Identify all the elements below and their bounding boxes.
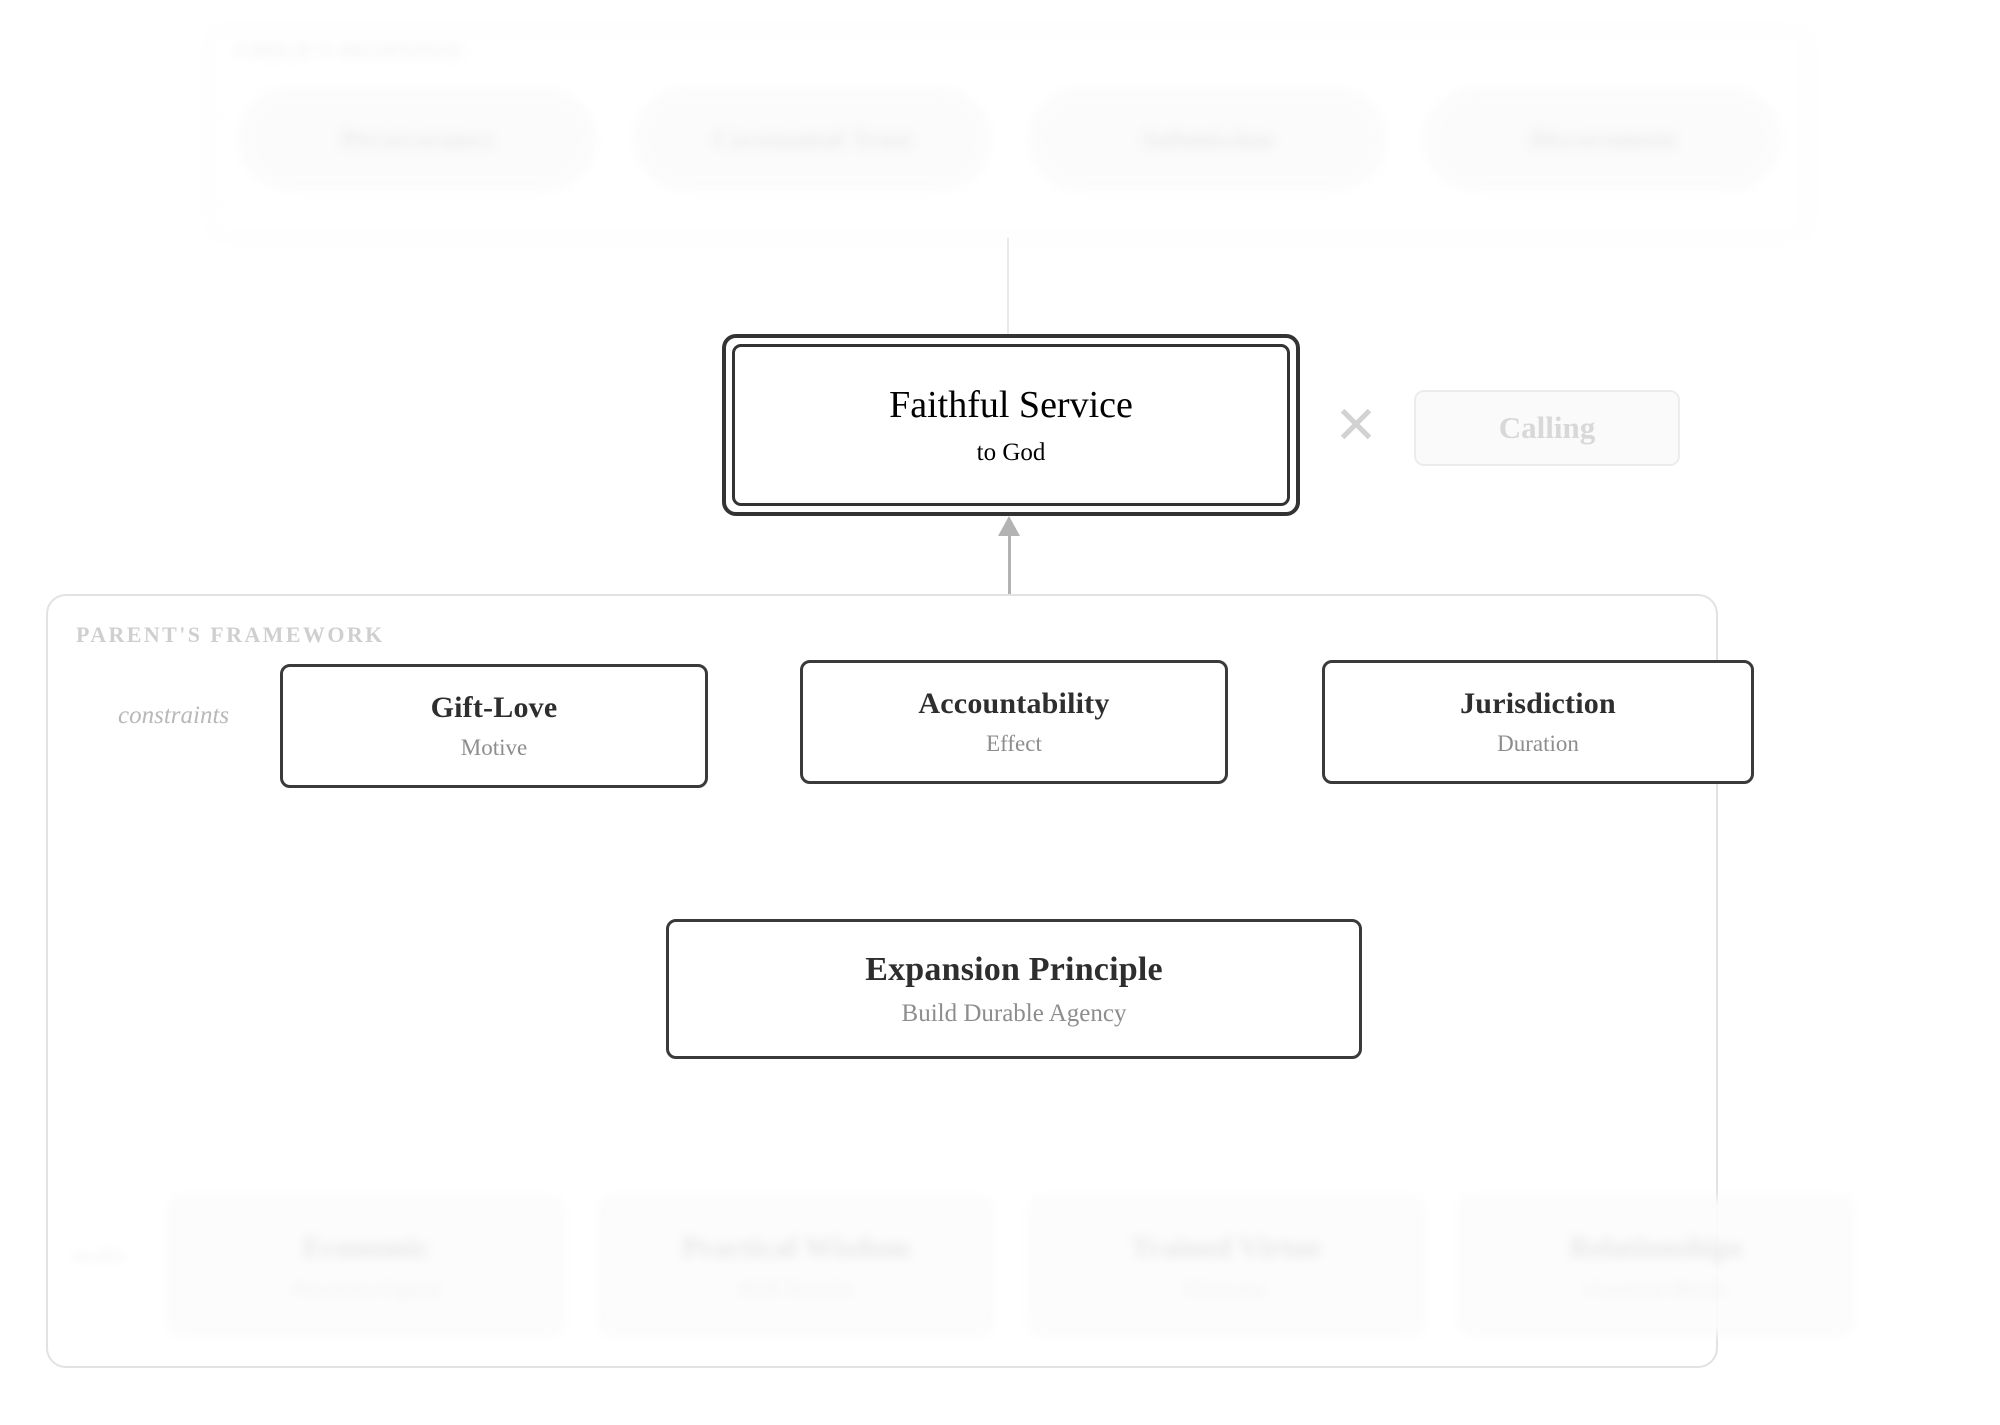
- jurisdiction-subtitle: Duration: [1497, 731, 1579, 757]
- expansion-principle-node[interactable]: Expansion Principle Build Durable Agency: [666, 919, 1362, 1059]
- constraints-row-label: constraints: [118, 702, 230, 729]
- parents-framework-label: PARENT'S FRAMEWORK: [76, 622, 385, 647]
- mode-relationships-subtitle: Covenant Bonds: [1586, 1276, 1726, 1301]
- mode-practical-wisdom[interactable]: Practical Wisdom Skill Transfer: [600, 1198, 992, 1334]
- mode-trained-virtue[interactable]: Trained Virtue Character: [1030, 1198, 1422, 1334]
- child-response-container: CHILD'S RESPONSE Perseverance Covenantal…: [210, 28, 1810, 238]
- faithful-service-subtitle: to God: [976, 439, 1046, 466]
- mode-relationships-title: Relationships: [1569, 1230, 1743, 1264]
- faithful-service-node[interactable]: Faithful Service to God: [722, 334, 1300, 516]
- child-response-label: CHILD'S RESPONSE: [236, 40, 465, 62]
- jurisdiction-title: Jurisdiction: [1460, 687, 1616, 721]
- framework-arrow-head-icon: [998, 516, 1020, 536]
- jurisdiction-node[interactable]: Jurisdiction Duration: [1322, 660, 1754, 784]
- faithful-service-inner-frame: Faithful Service to God: [732, 344, 1290, 506]
- framework-arrow-shaft: [1008, 530, 1011, 650]
- pill-perseverance[interactable]: Perseverance: [242, 90, 593, 188]
- gift-love-subtitle: Motive: [460, 735, 528, 761]
- mode-economic-title: Economic: [302, 1230, 430, 1264]
- times-icon: ✕: [1334, 396, 1378, 456]
- expansion-principle-subtitle: Build Durable Agency: [901, 999, 1127, 1027]
- calling-node[interactable]: Calling: [1414, 390, 1680, 466]
- mode-practical-wisdom-subtitle: Skill Transfer: [738, 1276, 854, 1301]
- mode-trained-virtue-title: Trained Virtue: [1130, 1230, 1322, 1264]
- pill-discernment[interactable]: Discernment: [1427, 90, 1778, 188]
- accountability-node[interactable]: Accountability Effect: [800, 660, 1228, 784]
- expansion-principle-title: Expansion Principle: [865, 950, 1163, 988]
- mode-practical-wisdom-title: Practical Wisdom: [681, 1230, 911, 1264]
- gift-love-node[interactable]: Gift-Love Motive: [280, 664, 708, 788]
- child-response-pill-row: Perseverance Covenantal Trust Submission…: [242, 90, 1778, 188]
- pill-covenantal-trust[interactable]: Covenantal Trust: [637, 90, 988, 188]
- accountability-subtitle: Effect: [986, 731, 1042, 757]
- mode-trained-virtue-subtitle: Character: [1185, 1276, 1267, 1301]
- pill-submission[interactable]: Submission: [1032, 90, 1383, 188]
- accountability-title: Accountability: [918, 687, 1110, 721]
- mode-economic[interactable]: Economic Provision Capital: [170, 1198, 562, 1334]
- mode-economic-subtitle: Provision Capital: [292, 1276, 440, 1301]
- faithful-service-title: Faithful Service: [889, 384, 1133, 426]
- modes-row-label: modes: [72, 1243, 126, 1267]
- connector-top-to-focus: [1007, 238, 1009, 336]
- modes-row: Economic Provision Capital Practical Wis…: [170, 1198, 1870, 1334]
- mode-relationships[interactable]: Relationships Covenant Bonds: [1460, 1198, 1852, 1334]
- gift-love-title: Gift-Love: [430, 691, 558, 725]
